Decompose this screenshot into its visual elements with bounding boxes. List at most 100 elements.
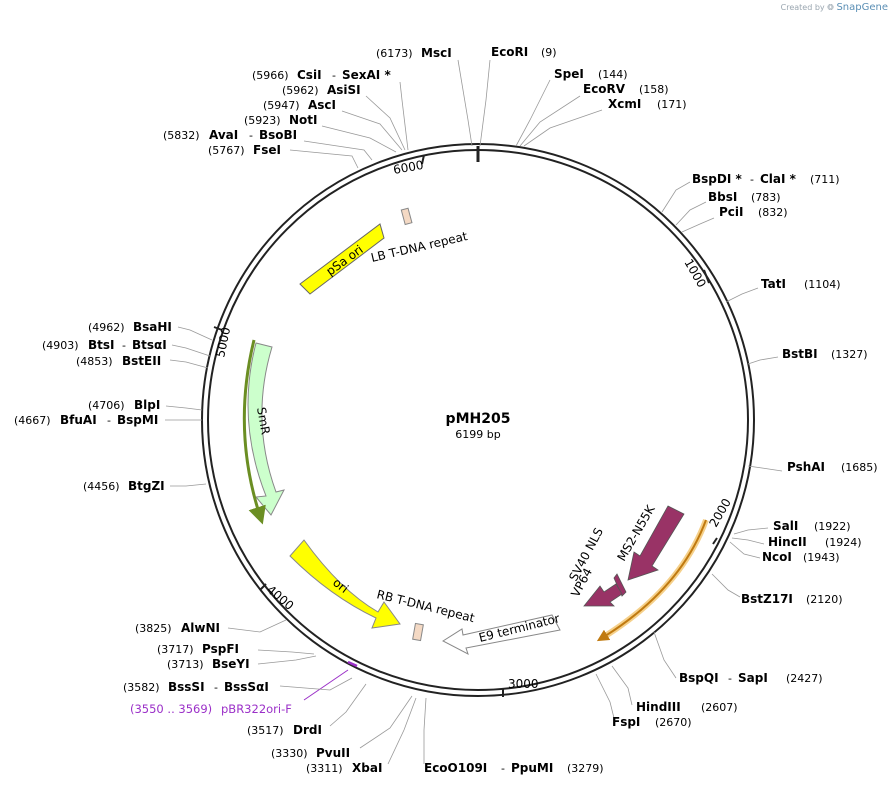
site-fsei-name: FseI xyxy=(253,143,281,157)
site-avai-sep: - xyxy=(249,129,253,142)
tick-label-2000: 2000 xyxy=(706,496,733,529)
site-bfuai-sep: - xyxy=(107,414,111,427)
tick-4000 xyxy=(259,583,267,591)
site-bspqi-name: BspQI xyxy=(679,671,719,685)
site-bstz17i-name: BstZ17I xyxy=(741,592,793,606)
feature-lb-repeat: LB T-DNA repeat xyxy=(370,207,470,265)
restriction-sites: (6173) MscI EcoRI (9) SpeI (144) EcoRV (… xyxy=(14,45,878,775)
site-fspi-pos: (2670) xyxy=(655,716,692,729)
vp64-arrow xyxy=(583,583,623,607)
feature-ms2-n55k: MS2-N55K xyxy=(614,502,685,581)
site-bstz17i-pos: (2120) xyxy=(806,593,843,606)
site-xbai-name: XbaI xyxy=(352,761,382,775)
lb-repeat-box xyxy=(400,207,413,226)
ori-arrow xyxy=(289,539,401,629)
site-asisi-name: AsiSI xyxy=(327,83,361,97)
site-bfuai-pos: (4667) xyxy=(14,414,51,427)
site-bsahi-name: BsaHI xyxy=(133,320,172,334)
tick-label-4000: 4000 xyxy=(264,583,296,613)
site-btsi-sep: - xyxy=(122,339,126,352)
site-bspdi-pos: (711) xyxy=(810,173,840,186)
smr-label: SmR xyxy=(254,406,273,436)
lb-repeat-label: LB T-DNA repeat xyxy=(370,229,470,265)
site-blpi-pos: (4706) xyxy=(88,399,125,412)
site-fsei-pos: (5767) xyxy=(208,144,245,157)
site-blpi-name: BlpI xyxy=(134,398,160,412)
site-bstbi-pos: (1327) xyxy=(831,348,868,361)
e9-arrow xyxy=(441,614,561,656)
site-drdi-name: DrdI xyxy=(293,723,322,737)
site-tati-name: TatI xyxy=(761,277,786,291)
tick-label-6000: 6000 xyxy=(392,158,425,177)
site-bseyi-pos: (3713) xyxy=(167,658,204,671)
site-spei-pos: (144) xyxy=(598,68,628,81)
site-hindiii-name: HindIII xyxy=(636,700,681,714)
site-bsteii-name: BstEII xyxy=(122,354,161,368)
site-bspdi-sep: - xyxy=(750,173,754,186)
site-csii-name: CsiI xyxy=(297,68,322,82)
site-bsssi-pos: (3582) xyxy=(123,681,160,694)
site-asci-name: AscI xyxy=(308,98,336,112)
site-btsi-pos: (4903) xyxy=(42,339,79,352)
tick-6000 xyxy=(421,154,425,165)
site-avai-name2: BsoBI xyxy=(259,128,297,142)
site-bbsi-pos: (783) xyxy=(751,191,781,204)
site-ncoi-pos: (1943) xyxy=(803,551,840,564)
site-xcmi-pos: (171) xyxy=(657,98,687,111)
site-bspqi-name2: SapI xyxy=(738,671,768,685)
site-ecorv-name: EcoRV xyxy=(583,82,626,96)
site-msci-pos: (6173) xyxy=(376,47,413,60)
site-pvuii-name: PvuII xyxy=(316,746,350,760)
site-csii-name2: SexAI * xyxy=(342,68,391,82)
snapgene-logo-icon: ❂ xyxy=(827,3,834,12)
tick-label-3000: 3000 xyxy=(508,677,539,691)
site-pspfi-pos: (3717) xyxy=(157,643,194,656)
site-ecori-name: EcoRI xyxy=(491,45,528,59)
psa-ori-label: pSa ori xyxy=(324,242,366,278)
psa-ori-arrow xyxy=(299,223,385,295)
tick-1000 xyxy=(703,269,710,284)
site-drdi-pos: (3517) xyxy=(247,724,284,737)
site-bsssi-name2: BssSαI xyxy=(224,680,269,694)
site-alwni-pos: (3825) xyxy=(135,622,172,635)
site-btsi-name2: BtsαI xyxy=(132,338,167,352)
site-btgzi-pos: (4456) xyxy=(83,480,120,493)
site-ecoo109i-pos: (3279) xyxy=(567,762,604,775)
site-ecorv-pos: (158) xyxy=(639,83,669,96)
site-csii-pos: (5966) xyxy=(252,69,289,82)
site-pcii-name: PciI xyxy=(719,205,744,219)
tick-label-5000: 5000 xyxy=(213,326,233,359)
site-bsteii-pos: (4853) xyxy=(76,355,113,368)
site-ecoo109i-sep: - xyxy=(501,762,505,775)
site-bseyi-name: BseYI xyxy=(212,657,250,671)
site-bspqi-sep: - xyxy=(728,672,732,685)
site-pcii-pos: (832) xyxy=(758,206,788,219)
site-pshai-name: PshAI xyxy=(787,460,825,474)
site-spei-name: SpeI xyxy=(554,67,584,81)
site-noti-pos: (5923) xyxy=(244,114,281,127)
site-bspdi-name: BspDI * xyxy=(692,172,742,186)
site-hindiii-pos: (2607) xyxy=(701,701,738,714)
snapgene-credit: Created by ❂ SnapGene xyxy=(781,2,888,13)
primer-arrow xyxy=(347,660,358,668)
rb-repeat-box xyxy=(412,622,424,642)
site-leaders xyxy=(165,59,783,765)
site-sali-pos: (1922) xyxy=(814,520,851,533)
site-bsssi-sep: - xyxy=(214,681,218,694)
site-bstbi-name: BstBI xyxy=(782,347,818,361)
site-btgzi-name: BtgZI xyxy=(128,479,165,493)
site-xbai-pos: (3311) xyxy=(306,762,343,775)
site-asisi-pos: (5962) xyxy=(282,84,319,97)
site-ecoo109i-name2: PpuMI xyxy=(511,761,553,775)
site-hincii-name: HincII xyxy=(768,535,807,549)
site-avai-pos: (5832) xyxy=(163,129,200,142)
site-btsi-name: BtsI xyxy=(88,338,115,352)
brand-name: SnapGene xyxy=(836,2,888,13)
site-bfuai-name2: BspMI xyxy=(117,413,158,427)
site-asci-pos: (5947) xyxy=(263,99,300,112)
smr-orf-arrow xyxy=(242,339,266,525)
smr-arrow xyxy=(247,342,285,516)
site-msci-name: MscI xyxy=(421,46,452,60)
site-pvuii-pos: (3330) xyxy=(271,747,308,760)
